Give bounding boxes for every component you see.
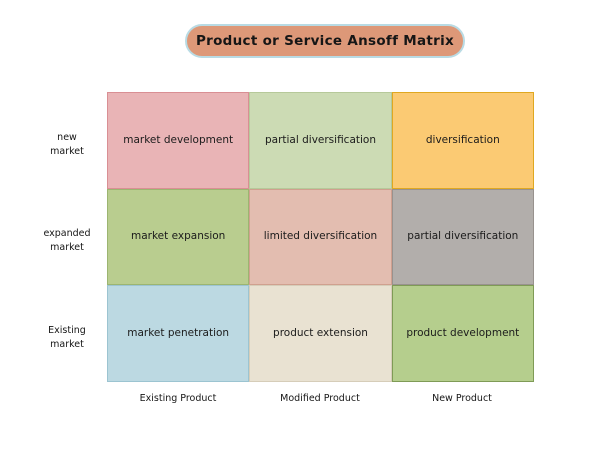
row-label-existing-market: Existing market — [34, 324, 100, 352]
diagram-title-banner: Product or Service Ansoff Matrix — [185, 24, 465, 58]
row-label-line2: market — [50, 145, 84, 157]
matrix-cell-label: market penetration — [127, 327, 230, 340]
matrix-cell-label: market development — [123, 133, 234, 146]
column-label-modified-product: Modified Product — [280, 393, 360, 404]
matrix-cell-r1c0[interactable]: market expansion — [107, 188, 250, 286]
matrix-cell-label: diversification — [425, 133, 500, 146]
matrix-cell-r0c1[interactable]: partial diversification — [249, 92, 392, 189]
matrix-cell-label: limited diversification — [263, 230, 378, 243]
matrix-cell-r1c1[interactable]: limited diversification — [249, 188, 392, 286]
matrix-cell-r0c2[interactable]: diversification — [391, 92, 534, 189]
row-label-line1: Existing — [48, 325, 86, 336]
column-label-existing-product: Existing Product — [139, 393, 217, 404]
page-title: Product or Service Ansoff Matrix — [195, 33, 455, 49]
row-label-line2: market — [50, 241, 84, 253]
matrix-cell-r2c1[interactable]: product extension — [249, 285, 392, 382]
matrix-cell-label: partial diversification — [407, 230, 519, 243]
row-label-expanded-market: expanded market — [34, 227, 100, 255]
matrix-cell-r2c2[interactable]: product development — [391, 285, 534, 382]
row-label-line1: expanded — [43, 228, 91, 239]
row-label-line2: market — [50, 338, 84, 350]
row-label-line1: new — [57, 132, 77, 143]
ansoff-matrix-grid: market development partial diversificati… — [107, 92, 534, 382]
matrix-cell-label: partial diversification — [264, 133, 377, 146]
matrix-cell-label: product extension — [273, 327, 368, 340]
matrix-cell-label: product development — [406, 327, 520, 340]
row-label-new-market: new market — [34, 131, 100, 159]
matrix-cell-r0c0[interactable]: market development — [107, 92, 250, 189]
matrix-cell-r2c0[interactable]: market penetration — [107, 285, 250, 382]
matrix-cell-r1c2[interactable]: partial diversification — [391, 188, 534, 286]
matrix-cell-label: market expansion — [131, 230, 226, 243]
column-label-new-product: New Product — [432, 393, 492, 404]
